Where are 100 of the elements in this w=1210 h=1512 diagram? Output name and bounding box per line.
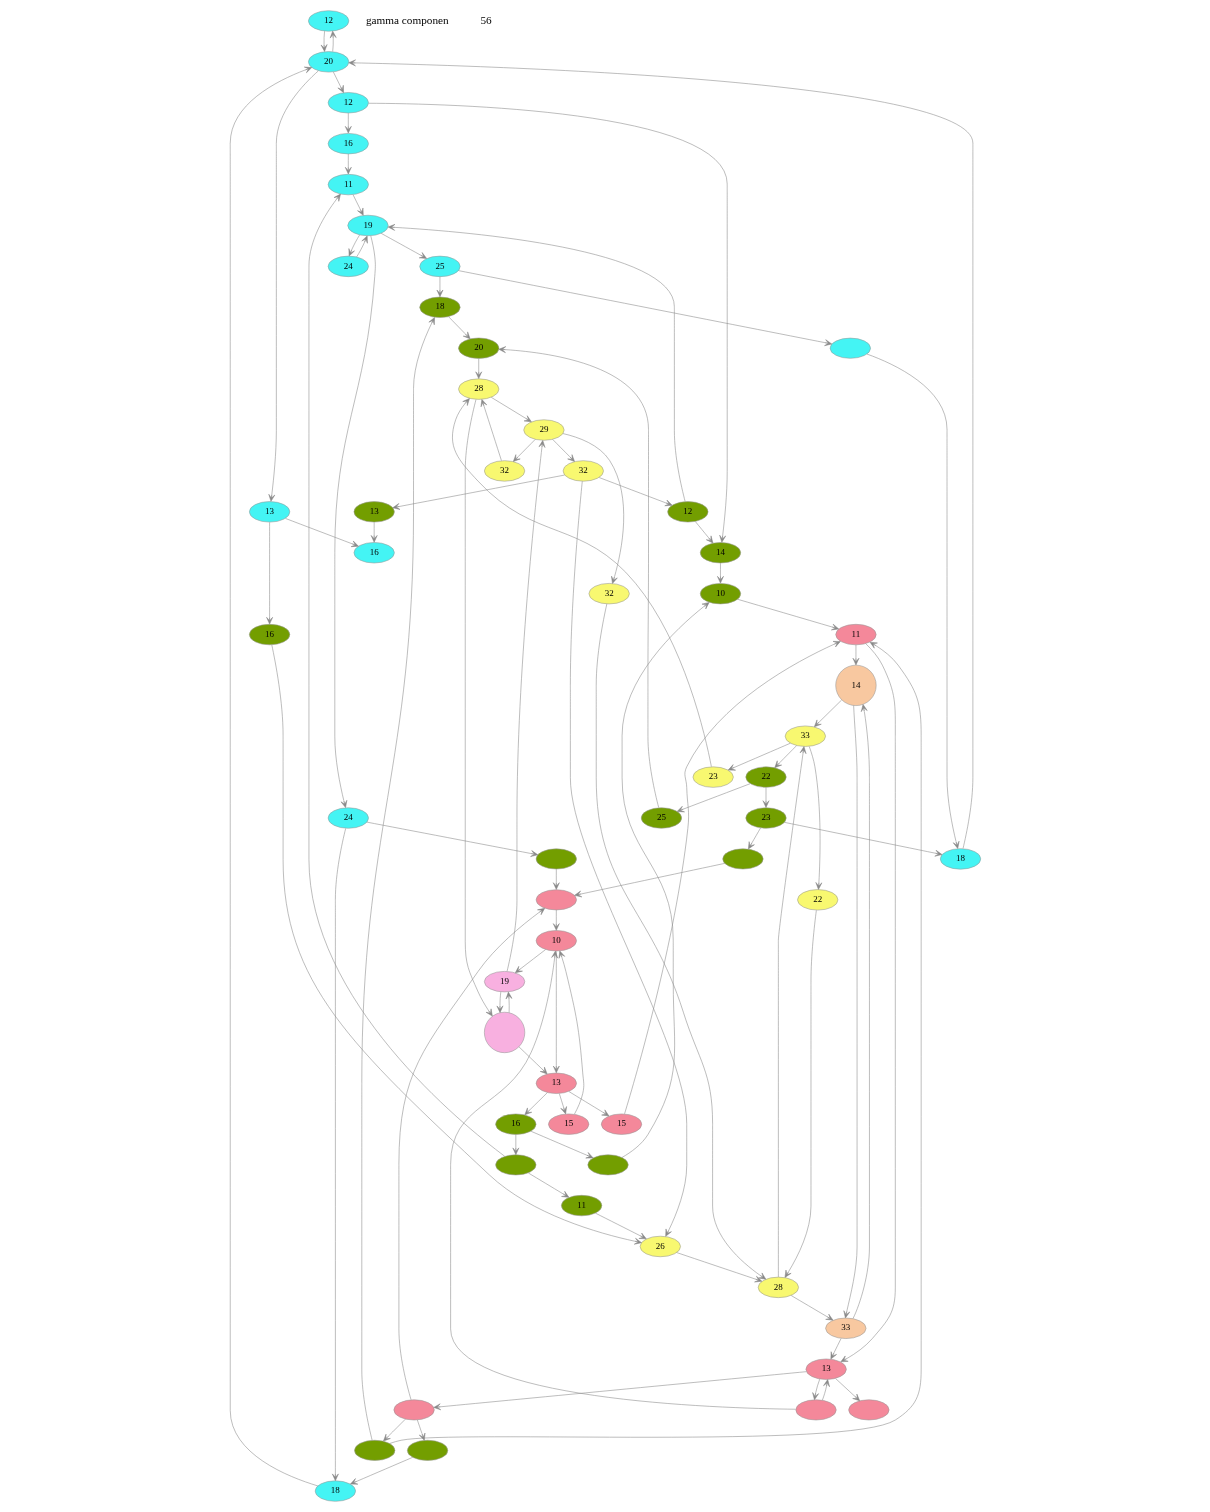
node-ellipse (406, 1440, 448, 1461)
arrow (843, 705, 857, 1319)
arrow (506, 440, 545, 972)
arrow (676, 783, 750, 813)
arrow (512, 439, 535, 462)
arrow (623, 641, 841, 1115)
arrow (727, 742, 791, 771)
arrow (514, 949, 546, 974)
arrow (496, 991, 503, 1013)
arrow (777, 746, 806, 1278)
label: gamma componen (365, 13, 449, 26)
arrow (518, 1046, 547, 1075)
node-ellipse: 14 (699, 542, 741, 564)
node-ellipse: 13 (535, 1072, 577, 1094)
arrow (790, 1295, 833, 1321)
arrow (505, 991, 512, 1013)
arrow (436, 276, 443, 297)
arrow (762, 787, 769, 808)
arrow (344, 153, 352, 175)
arrow (344, 112, 352, 134)
node-ellipse: 10 (699, 583, 741, 605)
arrow (569, 481, 687, 1237)
arrow (558, 1093, 567, 1115)
arrow (348, 234, 360, 257)
arrow (675, 1252, 762, 1283)
node-ellipse: 22 (745, 766, 786, 788)
arrow (573, 863, 725, 898)
arrow (380, 233, 427, 259)
arrow (552, 868, 560, 890)
node-ellipse (393, 1399, 435, 1421)
node-ellipse: 23 (745, 807, 786, 829)
arrow (271, 644, 642, 1245)
node-ellipse (795, 1399, 837, 1421)
arrow (387, 224, 685, 502)
arrow (370, 521, 377, 543)
node-ellipse: 13 (353, 501, 395, 523)
arrow (568, 1091, 609, 1117)
arrow (594, 1212, 647, 1240)
arrow (552, 950, 560, 1074)
arrow (398, 908, 545, 1401)
node-ellipse (847, 1399, 889, 1421)
arrow (498, 346, 659, 808)
arrow (334, 235, 376, 808)
node-ellipse (535, 889, 577, 911)
arrow (332, 71, 344, 93)
arrow (268, 70, 319, 502)
arrow (355, 235, 368, 258)
node-ellipse: 11 (560, 1195, 602, 1217)
node-ellipse: 33 (784, 725, 826, 747)
node-ellipse: 16 (494, 1113, 536, 1135)
arrow (451, 398, 712, 767)
node-ellipse: 18 (939, 848, 981, 870)
node-circle: 14 (834, 664, 876, 706)
node-ellipse: 25 (640, 807, 682, 829)
arrow (348, 59, 973, 849)
arrow (716, 562, 724, 584)
node-ellipse: 24 (327, 807, 369, 829)
node-ellipse: 25 (418, 255, 460, 277)
node-ellipse (494, 1154, 536, 1176)
arrow (457, 270, 832, 346)
node-ellipse: 26 (639, 1235, 681, 1258)
node-ellipse: 12 (327, 92, 369, 114)
node-ellipse: 24 (327, 255, 369, 277)
arrow (367, 103, 727, 543)
arrow (464, 399, 493, 1017)
arrow (852, 704, 870, 1319)
arrow (813, 699, 842, 728)
arrow (490, 397, 532, 423)
arrow (808, 746, 822, 890)
arrow (433, 1371, 807, 1411)
node-ellipse (721, 848, 763, 870)
arrow (449, 950, 796, 1410)
arrow (389, 641, 921, 1444)
node-ellipse: 22 (796, 889, 838, 911)
arrow (480, 399, 502, 461)
node-ellipse: 19 (483, 971, 525, 993)
arrow (349, 1457, 413, 1485)
arrow (361, 317, 435, 1441)
arrow (694, 521, 713, 544)
arrow (308, 193, 505, 1157)
arrow (773, 745, 797, 768)
node-ellipse: 20 (457, 337, 499, 359)
node-ellipse: 20 (307, 51, 349, 73)
arrow (830, 1338, 841, 1360)
node-ellipse: 33 (824, 1317, 866, 1339)
node-ellipse: 16 (248, 624, 290, 646)
arrow (783, 822, 942, 857)
arrow (382, 1418, 406, 1442)
node-ellipse: 16 (353, 542, 395, 564)
node-ellipse (353, 1440, 395, 1461)
node-ellipse: 12 (307, 10, 349, 32)
node-ellipse: 28 (757, 1276, 799, 1298)
arrow (392, 474, 565, 510)
arrow (562, 433, 624, 584)
arrow (747, 827, 761, 850)
arrow (524, 1092, 548, 1116)
node-ellipse: 13 (248, 501, 290, 523)
node-ellipse: 28 (457, 378, 499, 400)
arrow (474, 358, 482, 379)
node-ellipse: 18 (418, 296, 460, 318)
